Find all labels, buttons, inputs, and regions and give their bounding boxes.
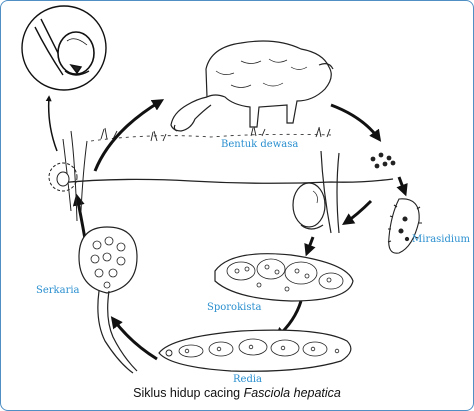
- egg-cluster-icon: [371, 153, 396, 169]
- snail-icon: [293, 151, 339, 233]
- miracidium-icon: [388, 199, 422, 253]
- redia-icon: [159, 330, 351, 371]
- label-adult: Bentuk dewasa: [221, 139, 298, 150]
- label-redia: Redia: [233, 374, 262, 385]
- sporocyst-icon: [215, 254, 353, 301]
- label-sporocyst: Sporokista: [207, 302, 261, 313]
- label-cercaria: Serkaria: [36, 285, 80, 296]
- sheep-icon: [171, 41, 333, 131]
- figure-caption: Siklus hidup cacing Fasciola hepatica: [0, 386, 474, 400]
- caption-species: Fasciola hepatica: [244, 386, 341, 400]
- zoom-circle-icon: [22, 6, 106, 90]
- cercaria-icon: [79, 227, 137, 373]
- label-miracidium: Mirasidium: [412, 234, 470, 245]
- caption-prefix: Siklus hidup cacing: [133, 386, 243, 400]
